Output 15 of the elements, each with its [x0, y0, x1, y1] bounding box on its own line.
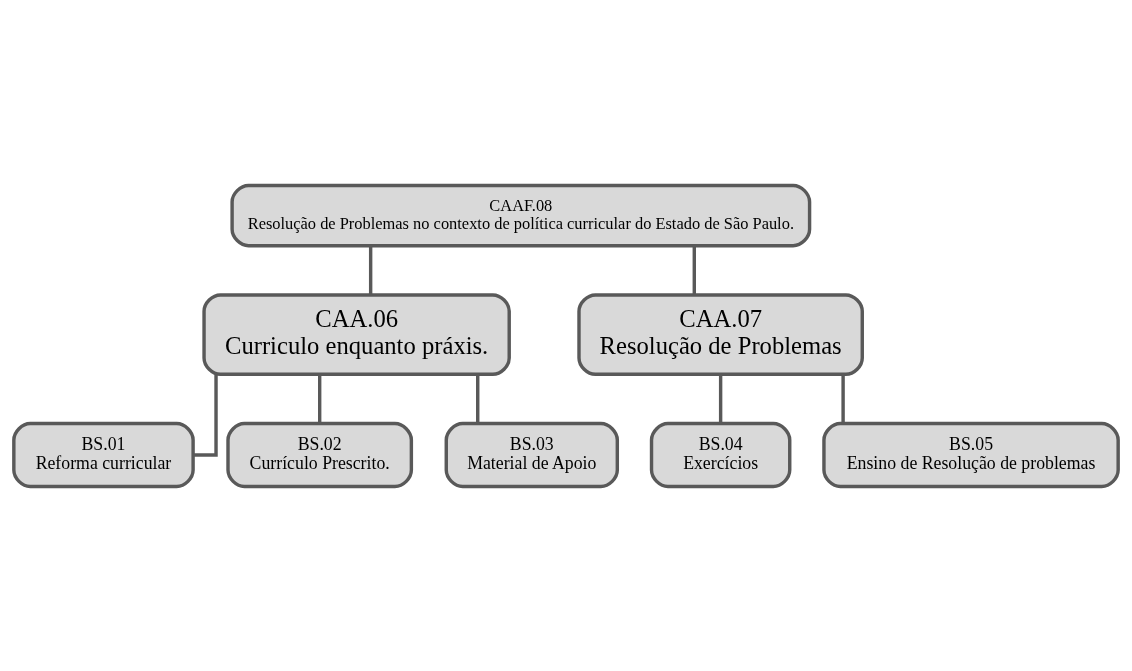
node-box: BS.04 Exercícios: [649, 421, 792, 488]
node-box: BS.03 Material de Apoio: [444, 421, 620, 488]
node-box: BS.01 Reforma curricular: [12, 421, 195, 488]
connector: [368, 245, 373, 295]
connector: [317, 374, 322, 423]
node-box: BS.05 Ensino de Resolução de problemas: [822, 421, 1120, 488]
connector: [193, 374, 218, 457]
node-box: BS.02 Currículo Prescrito.: [226, 421, 414, 488]
connector: [476, 374, 480, 423]
connector: [718, 374, 723, 423]
node-box: CAAF.08 Resolução de Problemas no contexto de política curricular do Estado de São Paulo.: [230, 183, 812, 247]
node-box: CAA.07 Resolução de Problemas: [577, 292, 864, 376]
node-box: CAA.06 Curriculo enquanto práxis.: [202, 292, 511, 376]
connector: [692, 245, 696, 295]
connector: [841, 374, 845, 423]
